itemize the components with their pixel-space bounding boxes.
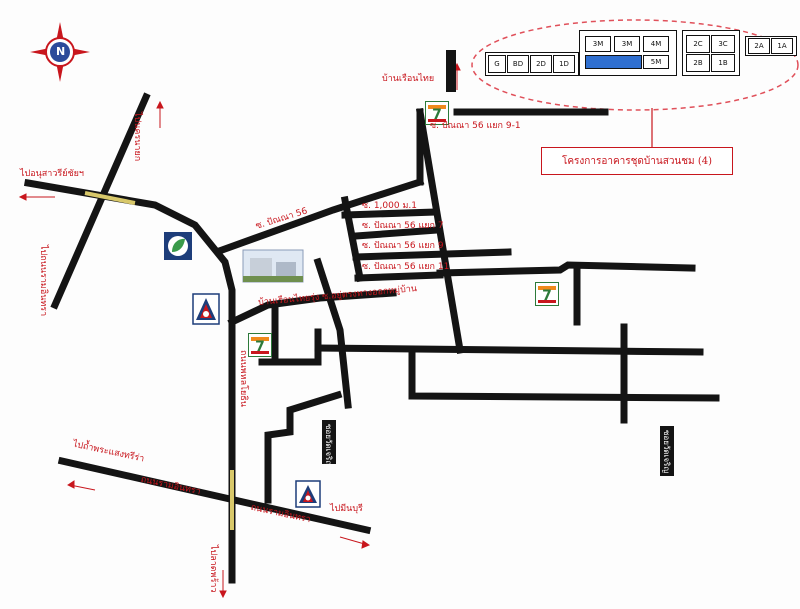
legend-cell: 5M <box>643 55 669 69</box>
arrow-bottom-right-head <box>361 540 371 549</box>
seven-eleven-icon: 7 <box>535 282 559 306</box>
road-soi-4 <box>354 271 444 282</box>
road-soi-2 <box>352 226 441 240</box>
legend-cell: 3M <box>614 36 640 52</box>
road-east-long <box>436 261 696 277</box>
bangchak-icon <box>192 293 220 325</box>
building-photo-icon <box>242 249 304 283</box>
legend-mid: 3M 3M 4M 5M <box>579 30 677 76</box>
arrow-bottom-head <box>219 590 227 599</box>
label-soi-d: ซ. ปัณณา 56 แยก 11 <box>362 262 450 272</box>
legend-cell: 4M <box>643 36 669 52</box>
legend-cell: 2B <box>686 54 710 72</box>
road-highlight-1 <box>84 191 136 205</box>
label-left-road: ไปอนุสาวรีย์ชัยฯ <box>20 169 84 179</box>
road-nw-diagonal <box>50 92 151 310</box>
legend-cell: 3C <box>711 35 735 53</box>
label-bottom-right-road: ไปมีนบุรี <box>330 504 363 514</box>
road-lower-west <box>264 390 343 504</box>
legend-left: G BD 2D 1D <box>485 52 579 76</box>
road-soi-vertical <box>340 195 365 283</box>
arrow-left-head <box>18 193 27 201</box>
label-soi-c: ซ. ปัณณา 56 แยก 9 <box>362 241 444 251</box>
road-bottom-cross <box>57 456 372 535</box>
label-vertical-lane-2: ซอยวัดเจริญ <box>662 430 671 474</box>
lane-block-1 <box>322 420 336 464</box>
legend-cell: 1A <box>771 38 793 54</box>
legend-cell: 2C <box>686 35 710 53</box>
compass-icon <box>30 22 90 82</box>
legend-cell: BD <box>507 55 529 73</box>
label-main-road: ถนนพหลโยธิน <box>238 350 248 407</box>
road-soi-1 <box>341 208 440 219</box>
road-lower-east <box>408 351 720 402</box>
village-block <box>446 50 456 92</box>
road-soi-3 <box>352 248 512 261</box>
road-upper-branch <box>217 177 425 255</box>
legend-cell: 1D <box>553 55 575 73</box>
road-vertical-mid <box>313 257 352 409</box>
label-top-left-road: ไปนครนายก <box>132 112 142 162</box>
legend-right: 2C 3C 2B 1B <box>682 30 740 76</box>
arrow-top-head <box>156 100 164 109</box>
legend-cell: 3M <box>585 36 611 52</box>
label-top-village: บ้านเรือนไทย <box>382 74 435 84</box>
label-soi-a: ซ. 1,000 ม.1 <box>362 201 417 211</box>
legend-cell: 2A <box>748 38 770 54</box>
legend-cell: 2D <box>530 55 552 73</box>
road-long-mid <box>314 344 704 356</box>
road-market <box>227 289 397 327</box>
label-soi-top: ซ. ปัณณา 56 แยก 9-1 <box>430 121 521 131</box>
arrow-bottom-left-head <box>67 480 75 489</box>
legend-bar <box>585 55 642 69</box>
lane-block-2 <box>660 426 674 476</box>
gas-station-icon <box>164 232 192 260</box>
seven-eleven-icon: 7 <box>425 101 449 125</box>
legend-oval <box>471 19 799 111</box>
label-vertical-lane-1: ซอยวัดเจริญ <box>324 424 333 468</box>
compass-letter: N <box>56 45 66 58</box>
legend-far: 2A 1A <box>745 36 797 56</box>
legend-cell: G <box>488 55 506 73</box>
project-title-box: โครงการอาคารชุดบ้านสวนชม (4) <box>541 147 733 175</box>
bangchak-icon <box>295 480 321 508</box>
seven-eleven-icon: 7 <box>248 333 272 357</box>
label-bottom-road: ไปลาดพร้าว <box>208 545 218 593</box>
road-main-curve <box>23 178 236 584</box>
legend-cell: 1B <box>711 54 735 72</box>
label-left-lower-road: ไปถนนรามอินทรา <box>38 245 48 317</box>
label-soi-b: ซ. ปัณณา 56 แยก 7 <box>362 221 444 231</box>
